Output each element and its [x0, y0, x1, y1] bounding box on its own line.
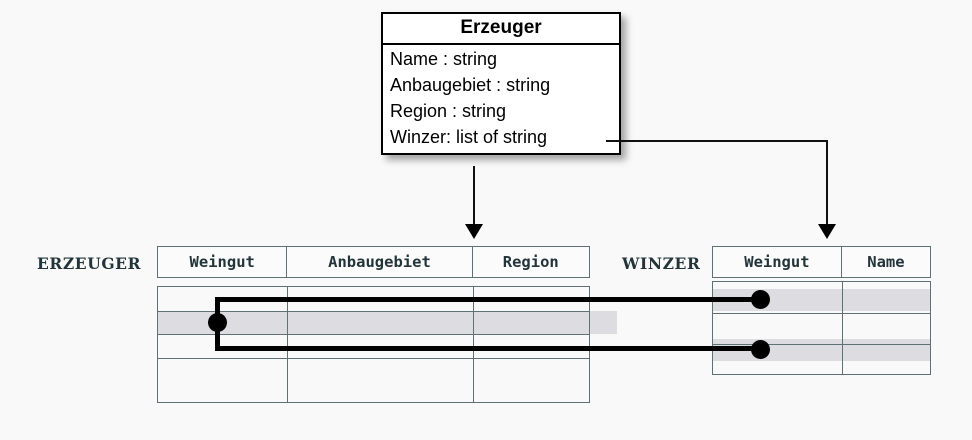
fk-dot-winzer-row1: [751, 290, 770, 309]
mapping-arrow-winzer-head: [818, 224, 836, 239]
erzeuger-column-weingut[interactable]: Weingut: [158, 247, 288, 277]
erzeuger-column-region[interactable]: Region: [502, 253, 559, 271]
uml-class-box-erzeuger[interactable]: Erzeuger Name : string Anbaugebiet : str…: [381, 12, 621, 156]
uml-class-name: Erzeuger: [383, 14, 619, 45]
erzeuger-column-divider-1: [287, 287, 289, 402]
erzeuger-column-anbaugebiet[interactable]: Anbaugebiet: [287, 247, 473, 277]
erzeuger-row-highlight: [157, 311, 617, 334]
fk-link-lower-branch: [215, 346, 760, 351]
erzeuger-table-header: Weingut Anbaugebiet Region: [157, 246, 590, 278]
uml-attribute-list: Name : string Anbaugebiet : string Regio…: [383, 45, 619, 154]
erzeuger-row-divider-1: [158, 310, 589, 312]
erzeuger-table-body: [157, 286, 590, 403]
uml-attribute-region: Region : string: [390, 100, 507, 121]
winzer-table-body: [712, 281, 931, 375]
mapping-arrow-erzeuger-head: [465, 224, 483, 239]
winzer-column-divider-1: [842, 282, 844, 374]
winzer-row-divider-2: [713, 343, 930, 345]
erzeuger-row-divider-3: [158, 357, 589, 359]
winzer-table-header: Weingut Name: [712, 246, 931, 278]
erzeuger-column-divider-2: [473, 287, 475, 402]
winzer-column-weingut[interactable]: Weingut: [713, 247, 842, 277]
winzer-column-name[interactable]: Name: [867, 253, 905, 271]
winzer-table-label: WINZER: [622, 254, 701, 273]
uml-attribute-anbaugebiet: Anbaugebiet : string: [390, 74, 551, 95]
fk-dot-winzer-row3: [751, 340, 770, 359]
erzeuger-table-label: ERZEUGER: [37, 254, 142, 273]
uml-attribute-name: Name : string: [390, 48, 498, 69]
fk-dot-erzeuger-row2: [208, 313, 227, 332]
mapping-arrow-winzer-horizontal: [606, 140, 828, 143]
uml-attribute-winzer: Winzer: list of string: [390, 126, 548, 147]
mapping-arrow-winzer-vertical: [826, 140, 829, 225]
mapping-arrow-erzeuger-shaft: [473, 166, 476, 225]
winzer-row-divider-1: [713, 312, 930, 314]
erzeuger-row-divider-2: [158, 334, 589, 336]
fk-link-upper-branch: [215, 297, 760, 302]
